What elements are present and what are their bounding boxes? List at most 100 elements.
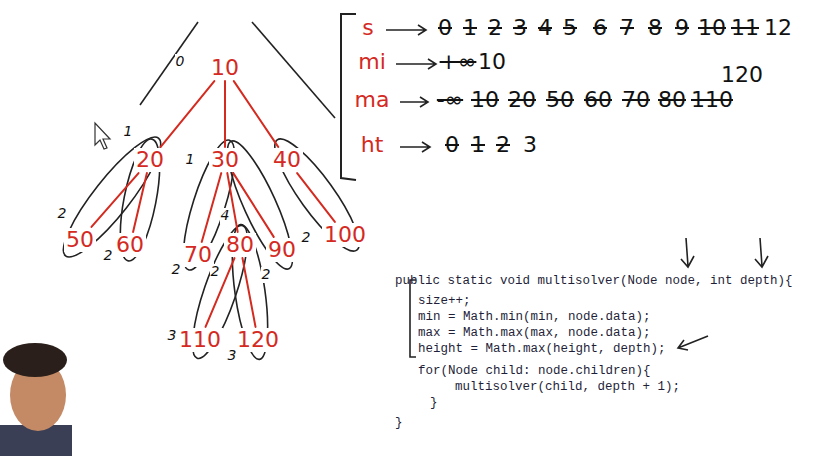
depth-number: 4: [220, 208, 231, 223]
struck-value: 0: [445, 133, 459, 157]
struck-value: 8: [648, 16, 662, 40]
struck-value: 60: [584, 88, 612, 112]
struck-value: 80: [658, 88, 686, 112]
code-line: for(Node child: node.children){: [418, 365, 651, 379]
code-line: size++;: [418, 295, 471, 309]
struck-value: 7: [620, 16, 634, 40]
tree-node: 20: [134, 148, 166, 172]
code-line: max = Math.max(max, node.data);: [418, 327, 651, 341]
struck-value: 6: [593, 16, 607, 40]
presenter: [0, 343, 72, 456]
tree-node: 10: [209, 56, 241, 80]
depth-number: 3: [227, 348, 238, 363]
depth-number: 3: [167, 328, 178, 343]
depth-number: 2: [57, 206, 68, 221]
note-arrows: [386, 25, 436, 152]
depth-number: 2: [171, 262, 182, 277]
struck-value: +∞: [440, 50, 477, 74]
node-value: 90: [268, 237, 296, 262]
note-arrow: [396, 59, 436, 69]
node-value: 20: [136, 147, 164, 172]
note-value: 120: [721, 63, 763, 87]
code-bracket: [410, 280, 416, 357]
tick-mark: [755, 238, 768, 267]
node-value: 30: [211, 147, 239, 172]
struck-value: 0: [438, 16, 452, 40]
loop-stroke: [252, 22, 335, 118]
struck-value: 10: [698, 16, 726, 40]
code-line: multisolver(child, depth + 1);: [455, 381, 680, 395]
struck-value: 50: [546, 88, 574, 112]
note-value: 3: [523, 133, 537, 157]
depth-number: 1: [185, 152, 196, 167]
node-value: 10: [211, 55, 239, 80]
notes-bracket: [341, 14, 356, 180]
tree-node: 40: [271, 148, 303, 172]
code-line: height = Math.max(height, depth);: [418, 343, 666, 357]
tree-node: 100: [322, 223, 368, 247]
struck-value: 110: [691, 88, 733, 112]
node-value: 80: [226, 232, 254, 257]
presenter-hair: [3, 343, 67, 377]
tree-edge: [91, 173, 138, 227]
tree-node: 110: [177, 328, 223, 352]
depth-number: 0: [175, 54, 186, 69]
tick-mark: [681, 238, 694, 267]
struck-value: 70: [622, 88, 650, 112]
struck-value: 9: [675, 16, 689, 40]
variable-name: ma: [355, 88, 390, 112]
mouse-cursor: [95, 123, 110, 149]
note-value: 10: [478, 50, 506, 74]
branch-loops: [51, 22, 370, 363]
code-line: min = Math.min(min, node.data);: [418, 311, 651, 325]
tree-edge: [224, 81, 226, 147]
tree-edge: [161, 81, 215, 147]
struck-value: -∞: [437, 88, 463, 112]
tree-edge: [297, 173, 335, 222]
tree-edge: [202, 173, 222, 242]
struck-value: 4: [538, 16, 552, 40]
node-value: 110: [179, 327, 221, 352]
tree-edge: [242, 258, 255, 327]
struck-value: 10: [471, 88, 499, 112]
struck-value: 1: [471, 133, 485, 157]
struck-value: 11: [731, 16, 759, 40]
pointer-arrow: [678, 336, 708, 350]
branch-loop: [112, 136, 167, 264]
depth-number: 2: [301, 230, 312, 245]
branch-loop: [51, 127, 172, 267]
depth-number: 2: [103, 248, 114, 263]
tree-node: 120: [235, 328, 281, 352]
tree-edge: [233, 173, 273, 237]
variable-name: mi: [358, 50, 386, 74]
depth-number: 2: [261, 267, 272, 282]
tree-node: 30: [209, 148, 241, 172]
note-value: 12: [764, 16, 792, 40]
tree-edge: [133, 173, 147, 232]
note-arrow: [400, 97, 428, 107]
variable-name: ht: [361, 133, 384, 157]
tree-node: 80: [224, 233, 256, 257]
node-value: 60: [116, 232, 144, 257]
struck-value: 2: [488, 16, 502, 40]
tree-node: 50: [64, 228, 96, 252]
struck-value: 5: [563, 16, 577, 40]
depth-number: 2: [210, 264, 221, 279]
note-arrow: [400, 142, 430, 152]
tree-edge: [234, 81, 278, 147]
note-arrow: [386, 25, 426, 35]
node-value: 70: [184, 242, 212, 267]
tree-edge: [206, 258, 235, 327]
node-value: 100: [324, 222, 366, 247]
node-value: 40: [273, 147, 301, 172]
tree-node: 90: [266, 238, 298, 262]
node-value: 50: [66, 227, 94, 252]
struck-value: 2: [496, 133, 510, 157]
struck-value: 20: [508, 88, 536, 112]
tree-node: 60: [114, 233, 146, 257]
struck-value: 3: [513, 16, 527, 40]
